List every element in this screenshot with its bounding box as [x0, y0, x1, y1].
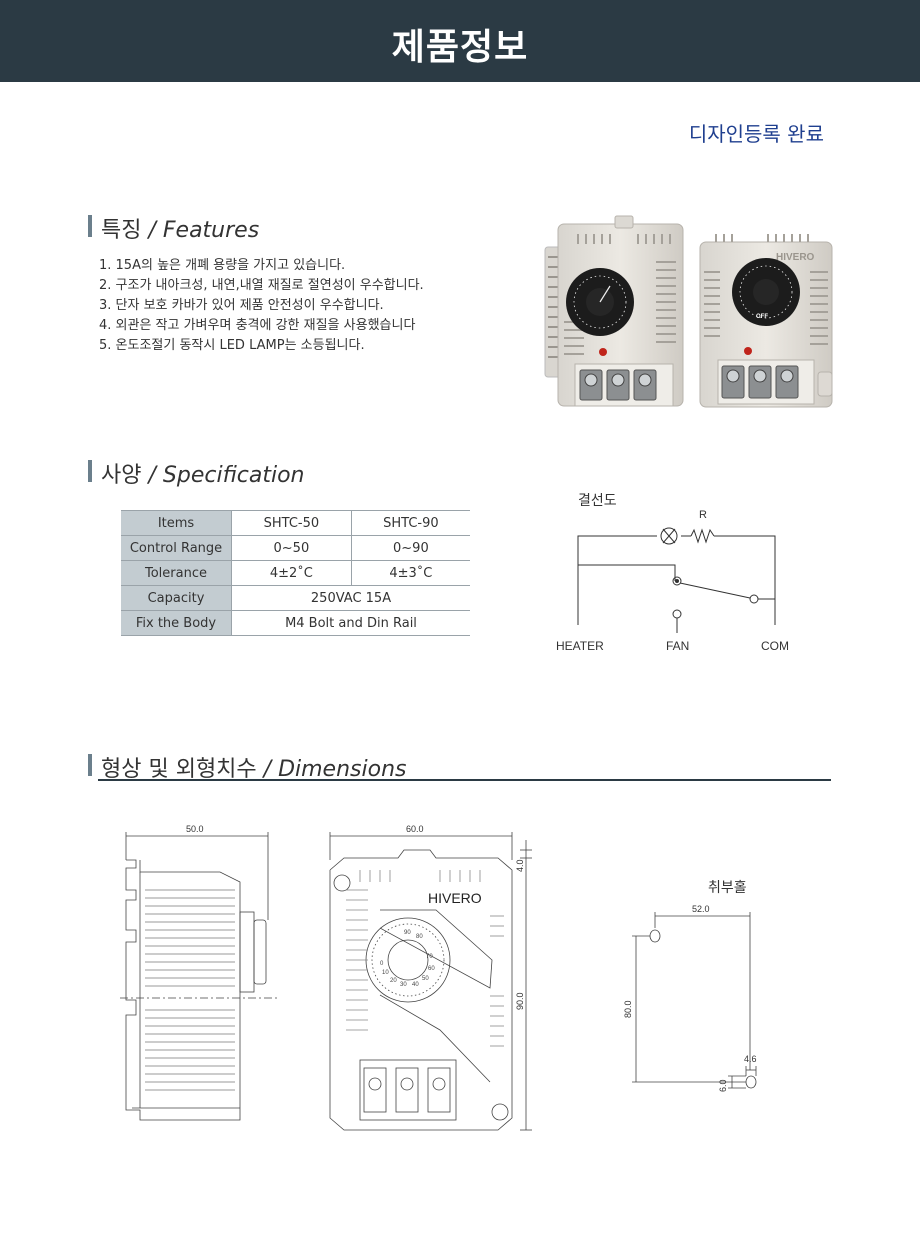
feature-item: 1. 15A의 높은 개폐 용량을 가지고 있습니다. [99, 258, 346, 273]
com-label: COM [761, 639, 789, 653]
page-header [0, 0, 920, 82]
dial-number: 90 [404, 930, 411, 936]
dial-number: 40 [412, 982, 419, 988]
features-title-ko: 특징 [101, 218, 142, 243]
page-title: 제품정보 [391, 27, 529, 68]
feature-item: 2. 구조가 내아크성, 내연,내열 재질로 절연성이 우수합니다. [99, 278, 424, 293]
mounting-hole-drawing: 취부홀 52.0 80.0 4.6 6.0 [623, 879, 757, 1092]
top-offset-label: 4.0 [515, 859, 525, 872]
dimensions-title-en: / Dimensions [263, 757, 407, 782]
feature-item: 3. 단자 보호 카바가 있어 제품 안전성이 우수합니다. [99, 298, 384, 313]
heater-label: HEATER [556, 639, 604, 653]
table-row: Items SHTC-50 SHTC-90 [121, 510, 470, 536]
dimensions-title-bar [88, 754, 92, 776]
dial-number: 0 [380, 961, 384, 967]
spec-row-label: Fix the Body [121, 610, 232, 636]
spec-table: Items SHTC-50 SHTC-90 Control Range 0~50… [121, 510, 470, 636]
design-registered-badge: 디자인등록 완료 [688, 122, 824, 146]
table-row: Tolerance 4±2˚C 4±3˚C [121, 560, 470, 586]
hole-height-label: 6.0 [718, 1079, 728, 1092]
spec-title-en: / Specification [148, 463, 305, 488]
dial-number: 60 [428, 966, 435, 972]
table-row: Control Range 0~50 0~90 [121, 535, 470, 561]
spec-header-model-50: SHTC-50 [231, 510, 352, 536]
resistor-icon [690, 528, 715, 544]
hole-width-label: 4.6 [744, 1054, 757, 1064]
mount-title: 취부홀 [708, 879, 747, 895]
spec-cell: 250VAC 15A [231, 585, 470, 611]
front-width-label: 60.0 [406, 824, 424, 834]
product-photo: HIVERO OFF [544, 215, 833, 408]
spec-cell: 4±3˚C [350, 560, 470, 586]
resistor-label: R [699, 509, 707, 521]
dial-number: 30 [400, 982, 407, 988]
fan-contact-icon [672, 609, 682, 619]
fan-label: FAN [666, 639, 689, 653]
spec-cell: M4 Bolt and Din Rail [231, 610, 470, 636]
com-contact-icon [749, 594, 759, 604]
side-view-drawing: 50.0 [120, 824, 280, 1121]
side-width-label: 50.0 [186, 824, 204, 834]
spec-cell: 4±2˚C [231, 560, 352, 586]
spec-title-ko: 사양 [101, 463, 142, 488]
dimensions-divider [98, 779, 831, 781]
dial-number: 70 [426, 954, 433, 960]
feature-item: 5. 온도조절기 동작시 LED LAMP는 소등됩니다. [99, 338, 365, 353]
features-list: 1. 15A의 높은 개폐 용량을 가지고 있습니다. 2. 구조가 내아크성,… [99, 256, 424, 356]
product-unit-50 [544, 215, 684, 407]
features-title-bar [88, 215, 92, 237]
height-label: 90.0 [515, 992, 525, 1010]
dial-number: 50 [422, 976, 429, 982]
spec-row-label: Capacity [121, 585, 232, 611]
spec-title-bar [88, 460, 92, 482]
dial-number: 10 [382, 970, 389, 976]
wiring-title: 결선도 [578, 492, 617, 508]
features-title: 특징 / Features [101, 212, 259, 244]
dial-off-label: OFF [756, 314, 768, 320]
feature-item: 4. 외관은 작고 가벼우며 충격에 강한 재질을 사용했습니다 [99, 318, 416, 333]
led-lamp-icon [660, 527, 678, 545]
features-title-en: / Features [148, 218, 260, 243]
table-row: Fix the Body M4 Bolt and Din Rail [121, 610, 470, 636]
wiring-diagram: 결선도 R HEATER FAN COM [556, 492, 789, 653]
product-unit-90: HIVERO OFF [699, 234, 833, 408]
product-brand-label: HIVERO [776, 252, 815, 263]
front-view-drawing: 60.0 4.0 90.0 HIVERO 0 10 20 30 40 50 60… [329, 824, 532, 1131]
dimensions-title: 형상 및 외형치수 / Dimensions [101, 751, 406, 783]
mount-height-label: 80.0 [623, 1000, 633, 1018]
spec-header-items: Items [121, 510, 232, 536]
front-brand-label: HIVERO [428, 890, 482, 906]
dial-number: 80 [416, 934, 423, 940]
mount-width-label: 52.0 [692, 904, 710, 914]
dial-number: 20 [390, 978, 397, 984]
spec-title: 사양 / Specification [101, 457, 305, 489]
spec-header-model-90: SHTC-90 [350, 510, 470, 536]
spec-cell: 0~90 [350, 535, 470, 561]
table-row: Capacity 250VAC 15A [121, 585, 470, 611]
spec-row-label: Control Range [121, 535, 232, 561]
spec-cell: 0~50 [231, 535, 352, 561]
spec-row-label: Tolerance [121, 560, 232, 586]
dimensions-title-ko: 형상 및 외형치수 [101, 757, 257, 782]
